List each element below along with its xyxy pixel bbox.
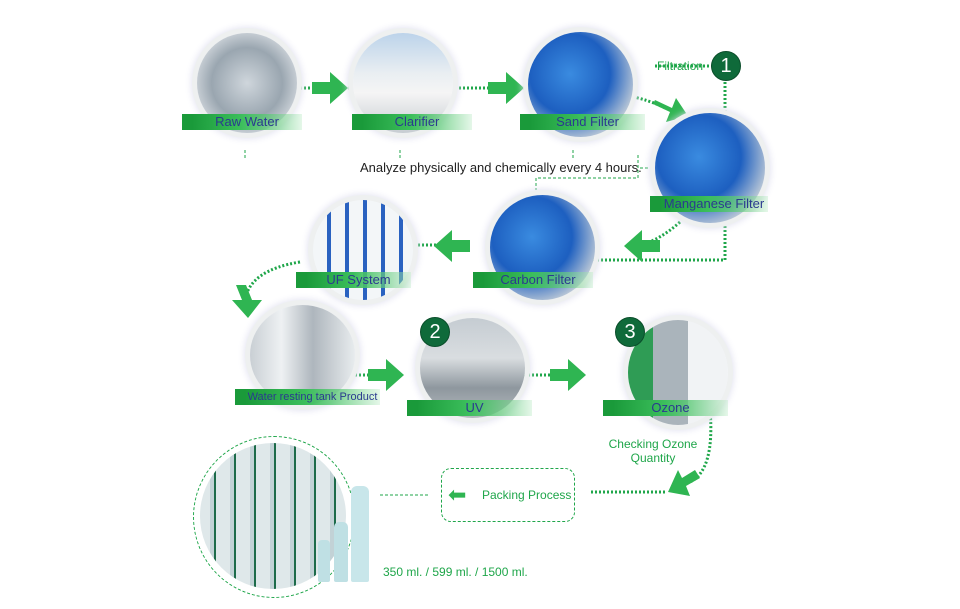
ozone-label: Ozone — [603, 400, 728, 416]
water-resting-tank-label: Water resting tank Product — [235, 389, 380, 405]
packing-process-box: ⬅ Packing Process — [441, 468, 575, 522]
filtration-label: Filtration — [657, 59, 704, 73]
arrows — [232, 72, 700, 496]
bottle-599-icon — [334, 522, 348, 582]
bottle-sizes: 350 ml. / 599 ml. / 1500 ml. — [383, 565, 528, 579]
packing-process-label: Packing Process — [482, 488, 572, 502]
carbon-filter-label: Carbon Filter — [473, 272, 593, 288]
clarifier-label: Clarifier — [352, 114, 472, 130]
step-badge-2: 2 — [420, 317, 450, 347]
uv-label: UV — [407, 400, 532, 416]
manganese-filter-label: Manganese Filter — [650, 196, 768, 212]
step-badge-1: 1 — [711, 51, 741, 81]
uf-system-label: UF System — [296, 272, 411, 288]
bottle-350-icon — [318, 540, 330, 582]
arrow-left-icon: ⬅ — [448, 482, 467, 507]
step-badge-3: 3 — [615, 317, 645, 347]
analyze-note: Analyze physically and chemically every … — [360, 160, 642, 175]
raw-water-label: Raw Water — [182, 114, 302, 130]
sand-filter-label: Sand Filter — [520, 114, 645, 130]
bottle-1500-icon — [351, 486, 369, 582]
checking-ozone-note: Checking Ozone Quantity — [608, 437, 698, 465]
water-resting-tank-photo — [250, 305, 355, 405]
